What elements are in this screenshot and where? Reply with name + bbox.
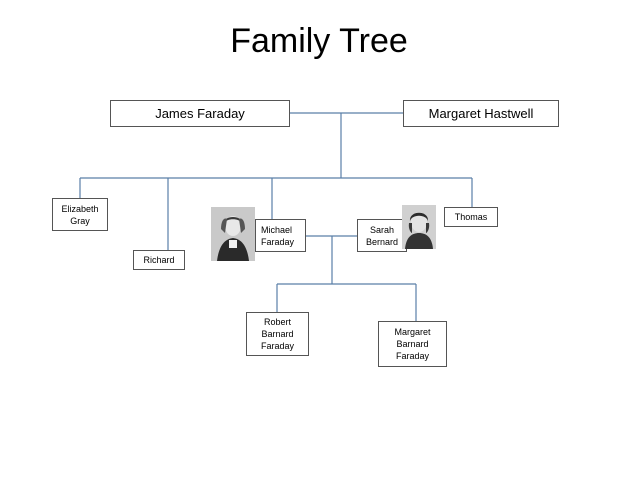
node-thomas: Thomas — [444, 207, 498, 227]
node-margaret-hastwell: Margaret Hastwell — [403, 100, 559, 127]
node-robert-barnard-faraday: Robert Barnard Faraday — [246, 312, 309, 356]
node-label-line: Barnard — [396, 339, 429, 349]
node-label-line: Bernard — [365, 236, 399, 247]
node-label-line: Michael — [261, 224, 293, 235]
node-label-line: Barnard — [261, 329, 294, 339]
node-label-line: Gray — [70, 215, 90, 226]
node-elizabeth-gray: Elizabeth Gray — [52, 198, 108, 231]
page-title: Family Tree — [230, 22, 408, 60]
node-label-line: Faraday — [395, 351, 430, 361]
node-label-line: Sarah — [369, 224, 395, 235]
michael-portrait-icon — [211, 207, 255, 261]
node-sarah-bernard: Sarah Bernard — [357, 219, 407, 252]
node-label-line: Faraday — [260, 341, 295, 351]
node-richard: Richard — [133, 250, 185, 270]
node-michael-faraday: Michael Faraday — [255, 219, 306, 252]
node-margaret-barnard-faraday: Margaret Barnard Faraday — [378, 321, 447, 367]
node-label-line: Robert — [263, 317, 291, 327]
node-james-faraday: James Faraday — [110, 100, 290, 127]
node-label: Margaret Hastwell — [428, 106, 534, 121]
node-label-line: Elizabeth — [61, 203, 99, 214]
node-label: Thomas — [454, 212, 488, 222]
node-label: Richard — [143, 255, 175, 265]
node-label: James Faraday — [155, 106, 245, 121]
node-label-line: Faraday — [261, 236, 295, 247]
sarah-portrait-icon — [402, 205, 436, 249]
node-label-line: Margaret — [394, 327, 431, 337]
